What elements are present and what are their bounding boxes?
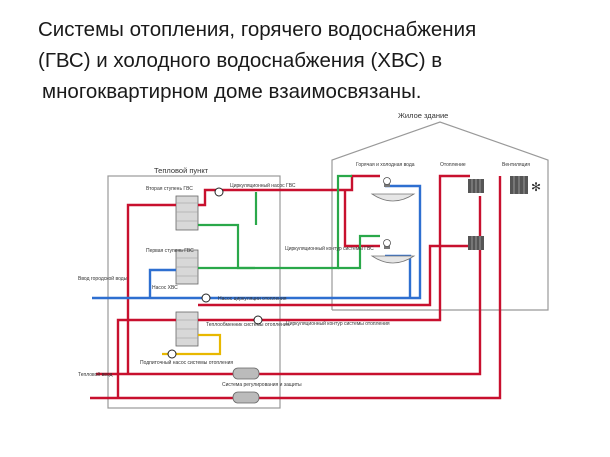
- label-heat-input: Тепловой ввод: [78, 371, 113, 378]
- hot-pipes: [90, 174, 502, 400]
- label-pump-hvs: Насос ХВС: [152, 285, 178, 291]
- title-line-3: многоквартирном доме взаимосвязаны.: [42, 80, 422, 103]
- label-heating: Отопление: [440, 162, 466, 168]
- label-circ-pump-gvs: Циркуляционный насос ГВС: [230, 182, 296, 189]
- label-circ-loop-heating: Циркуляционный контур системы отопления: [286, 320, 390, 327]
- heating-pump-icon: [253, 315, 263, 325]
- radiator-bottom-icon: [468, 236, 484, 250]
- label-first-stage: Первая ступень ГВС: [146, 248, 194, 254]
- label-makeup: Подпиточный насос системы отопления: [140, 359, 233, 366]
- svg-text:✻: ✻: [531, 180, 541, 194]
- sink-top-icon: [370, 177, 416, 202]
- label-circ-loop-gvs: Циркуляционный контур системы ГВС: [285, 245, 374, 252]
- label-hot-cold: Горячая и холодная вода: [356, 162, 415, 168]
- first-stage-exchanger: [175, 249, 199, 285]
- title-line-2: (ГВС) и холодного водоснабжения (ХВС) в: [38, 49, 443, 72]
- makeup-pipe: [162, 333, 222, 356]
- substation-label: Тепловой пункт: [154, 166, 209, 175]
- substation-box: [107, 175, 281, 409]
- heating-exchanger: [175, 311, 199, 347]
- label-second-stage: Вторая ступень ГВС: [146, 186, 193, 192]
- regulator-2: [232, 391, 260, 404]
- label-circ-pump-heating: Насос циркуляции отопления: [218, 296, 287, 302]
- radiator-top-icon: [468, 179, 484, 193]
- circulation-pipes: [198, 174, 380, 270]
- building-outline: [331, 121, 549, 311]
- slide-title: Системы отопления, горячего водоснабжени…: [38, 14, 598, 107]
- hvs-pump-icon: [201, 293, 211, 303]
- circ-pump-gvs-icon: [214, 187, 224, 197]
- label-heat-exchanger: Теплообменник системы отопления: [206, 322, 290, 328]
- makeup-pump-icon: [167, 349, 177, 359]
- regulator-1: [232, 367, 260, 380]
- label-ventilation: Вентиляция: [502, 162, 530, 168]
- second-stage-exchanger: [175, 195, 199, 231]
- label-regulation: Система регулирования и защиты: [222, 382, 302, 388]
- ventilation-unit-icon: ✻: [510, 176, 541, 194]
- label-water-inlet: Ввод городской воды: [78, 275, 128, 282]
- title-line-1: Системы отопления, горячего водоснабжени…: [38, 18, 477, 41]
- building-label: Жилое здание: [398, 111, 448, 120]
- sink-bottom-icon: [370, 239, 416, 264]
